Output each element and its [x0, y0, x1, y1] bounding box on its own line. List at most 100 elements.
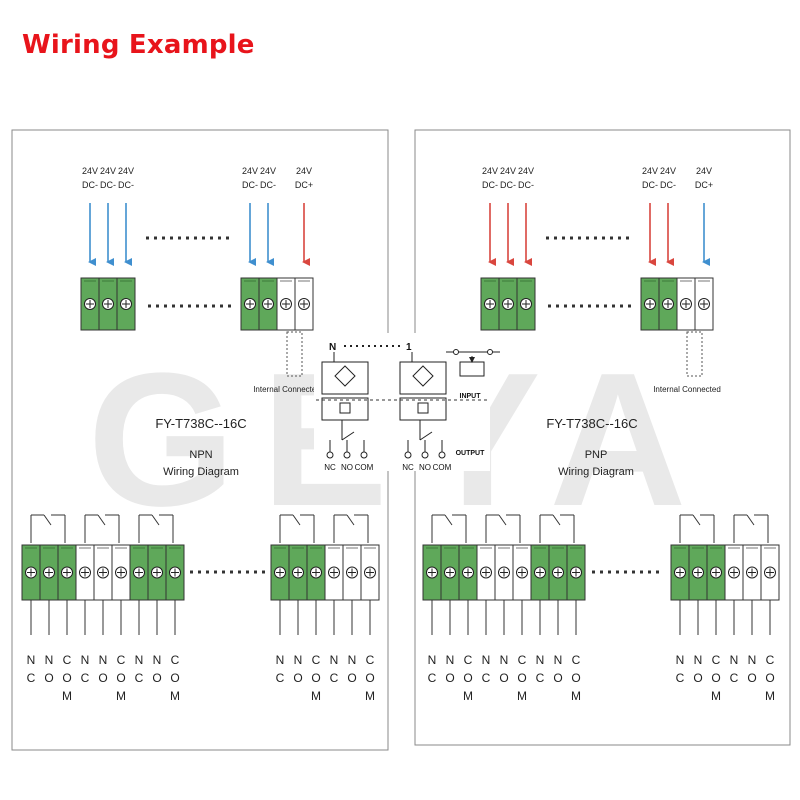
continuation-dot	[618, 236, 621, 240]
input-polarity-label: DC+	[695, 180, 713, 190]
schematic-label-1: 1	[406, 342, 412, 353]
output-terminal-letter: N	[153, 653, 162, 667]
continuation-dot	[626, 236, 629, 240]
wiring-diagram-label: Wiring Diagram	[163, 466, 239, 478]
continuation-dot	[572, 304, 575, 308]
internal-connected-label: Internal Connected	[653, 385, 721, 394]
output-terminal-letter: N	[536, 653, 545, 667]
output-label: OUTPUT	[456, 450, 486, 457]
continuation-dot	[578, 236, 581, 240]
output-terminal-letter: N	[500, 653, 509, 667]
output-terminal-letter: N	[99, 653, 108, 667]
output-terminal-letter: N	[554, 653, 563, 667]
continuation-dot	[230, 570, 233, 574]
input-voltage-label: 24V	[260, 166, 276, 176]
continuation-dot	[604, 304, 607, 308]
output-terminal-letter: O	[152, 671, 161, 685]
continuation-dot	[210, 236, 213, 240]
input-polarity-label: DC-	[482, 180, 498, 190]
output-terminal-letter: O	[44, 671, 53, 685]
internal-connection-box	[286, 331, 303, 377]
continuation-dot	[554, 236, 557, 240]
page-title: Wiring Example	[22, 30, 255, 60]
input-voltage-label: 24V	[296, 166, 312, 176]
continuation-dot	[616, 570, 619, 574]
output-terminal-letter: M	[463, 689, 473, 703]
controller-type-label: NPN	[189, 449, 212, 461]
continuation-dot	[640, 570, 643, 574]
output-terminal-letter: C	[766, 653, 775, 667]
continuation-dot	[648, 570, 651, 574]
continuation-dot	[586, 236, 589, 240]
output-terminal-icon	[343, 451, 351, 459]
continuation-dot	[350, 345, 352, 347]
output-terminal-letter: C	[712, 653, 721, 667]
continuation-dot	[170, 236, 173, 240]
bridge-rectifier-icon	[334, 365, 356, 387]
continuation-dot	[186, 236, 189, 240]
relay-switch-blade	[97, 514, 106, 526]
output-terminal-letter: N	[330, 653, 339, 667]
output-terminal-letter: C	[572, 653, 581, 667]
output-terminal-letter: N	[276, 653, 285, 667]
output-terminal-letter: M	[571, 689, 581, 703]
output-terminal-letter: O	[98, 671, 107, 685]
output-terminal-letter: C	[312, 653, 321, 667]
continuation-dot	[392, 345, 394, 347]
output-terminal-letter: C	[27, 671, 36, 685]
output-terminal-letter: O	[293, 671, 302, 685]
bridge-rectifier-icon	[412, 365, 434, 387]
continuation-dot	[356, 345, 358, 347]
relay-contact-icon	[341, 431, 355, 441]
continuation-dot	[218, 236, 221, 240]
output-terminal-letter: N	[482, 653, 491, 667]
output-terminal-letter: M	[62, 689, 72, 703]
continuation-dot	[588, 304, 591, 308]
relay-terminal-label: NO	[341, 463, 353, 472]
continuation-dot	[600, 570, 603, 574]
relay-switch-blade	[292, 514, 301, 526]
continuation-dot	[380, 345, 382, 347]
output-terminal-letter: C	[518, 653, 527, 667]
input-voltage-label: 24V	[82, 166, 98, 176]
output-terminal-letter: O	[463, 671, 472, 685]
output-terminal-letter: M	[116, 689, 126, 703]
input-polarity-label: DC+	[295, 180, 313, 190]
relay-switch-blade	[43, 514, 52, 526]
continuation-dot	[628, 304, 631, 308]
output-terminal-letter: N	[730, 653, 739, 667]
output-terminal-letter: C	[135, 671, 144, 685]
output-terminal-letter: C	[276, 671, 285, 685]
output-terminal-icon	[421, 451, 429, 459]
output-terminal-letter: C	[536, 671, 545, 685]
controller-type-label: PNP	[585, 449, 608, 461]
output-terminal-letter: N	[27, 653, 36, 667]
output-terminal-letter: O	[517, 671, 526, 685]
output-terminal-letter: O	[571, 671, 580, 685]
input-voltage-label: 24V	[500, 166, 516, 176]
output-terminal-letter: C	[482, 671, 491, 685]
input-voltage-label: 24V	[642, 166, 658, 176]
continuation-dot	[164, 304, 167, 308]
continuation-dot	[556, 304, 559, 308]
output-terminal-letter: N	[748, 653, 757, 667]
output-terminal-letter: M	[517, 689, 527, 703]
internal-connected-label: Internal Connected	[253, 385, 321, 394]
continuation-dot	[156, 304, 159, 308]
continuation-dot	[148, 304, 151, 308]
relay-switch-blade	[151, 514, 160, 526]
continuation-dot	[548, 304, 551, 308]
relay-switch-blade	[444, 514, 453, 526]
input-polarity-label: DC-	[518, 180, 534, 190]
opto-input-box	[321, 361, 369, 395]
output-terminal-letter: O	[445, 671, 454, 685]
input-label: INPUT	[460, 393, 482, 400]
output-terminal-letter: O	[553, 671, 562, 685]
continuation-dot	[222, 570, 225, 574]
input-polarity-label: DC-	[100, 180, 116, 190]
output-terminal-letter: O	[116, 671, 125, 685]
continuation-dot	[594, 236, 597, 240]
relay-terminal-label: COM	[433, 463, 452, 472]
continuation-dot	[546, 236, 549, 240]
output-terminal-letter: C	[428, 671, 437, 685]
